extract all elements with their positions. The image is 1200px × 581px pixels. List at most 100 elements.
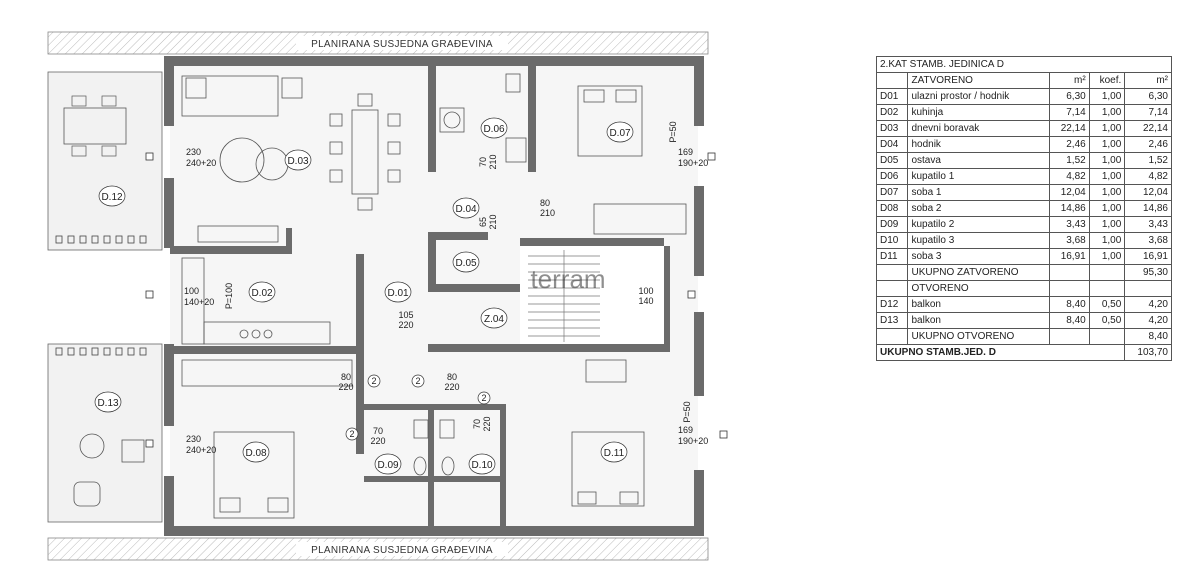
- dim-d11-a: 169: [678, 425, 693, 435]
- neighbor-strip-bottom: PLANIRANA SUSJEDNA GRAĐEVINA: [47, 537, 709, 561]
- neighbor-label-top: PLANIRANA SUSJEDNA GRAĐEVINA: [311, 39, 493, 50]
- table-row: OTVORENO: [875, 280, 1172, 297]
- dim-d11-p: P=50: [682, 401, 692, 422]
- dim-d10door-b: 220: [482, 416, 492, 431]
- dim-d07-p: P=50: [668, 121, 678, 142]
- room-label-d13: D.13: [94, 391, 122, 413]
- svg-text:D.09: D.09: [377, 460, 399, 471]
- dim-d04-b: 210: [488, 214, 498, 229]
- dim-d07door-a: 80: [540, 198, 550, 208]
- room-label-z04: Z.04: [480, 307, 508, 329]
- room-label-d12: D.12: [98, 185, 126, 207]
- svg-text:D.05: D.05: [455, 258, 477, 269]
- room-label-d10: D.10: [468, 453, 496, 475]
- svg-text:2: 2: [349, 429, 354, 439]
- dim-z04-a: 100: [638, 286, 653, 296]
- svg-text:D.04: D.04: [455, 204, 477, 215]
- svg-text:2: 2: [481, 393, 486, 403]
- room-label-d09: D.09: [374, 453, 402, 475]
- dim-d08door-a: 80: [341, 372, 351, 382]
- svg-text:2: 2: [371, 376, 376, 386]
- total-value: 103,70: [1124, 344, 1172, 361]
- svg-text:D.03: D.03: [287, 156, 309, 167]
- svg-text:D.13: D.13: [97, 398, 119, 409]
- svg-text:D.02: D.02: [251, 288, 273, 299]
- balcony-d13: [47, 343, 163, 523]
- svg-text:D.08: D.08: [245, 448, 267, 459]
- balcony-railing-d13: [55, 347, 147, 356]
- dim-d03-a: 230: [186, 147, 201, 157]
- walls: [164, 56, 704, 536]
- room-label-d02: D.02: [248, 281, 276, 303]
- room-label-d03: D.03: [284, 149, 312, 171]
- dim-d04-a: 65: [478, 217, 488, 227]
- dimension-labels: 230 240+20 100 140+20 P=100 169 190+20 P…: [184, 121, 708, 455]
- dim-d06-a: 70: [478, 157, 488, 167]
- dim-d02-b: 140+20: [184, 297, 214, 307]
- dim-d03-b: 240+20: [186, 158, 216, 168]
- room-label-d06: D.06: [480, 117, 508, 139]
- room-label-d04: D.04: [452, 197, 480, 219]
- stair-treads: [528, 250, 600, 342]
- svg-text:D.11: D.11: [604, 448, 625, 459]
- dim-d01-b: 220: [398, 320, 413, 330]
- room-label-d01: D.01: [384, 281, 412, 303]
- level-marker: 2: [477, 391, 491, 405]
- dim-d09door-b: 220: [370, 436, 385, 446]
- dim-d08-a: 230: [186, 434, 201, 444]
- dim-d11-b: 190+20: [678, 436, 708, 446]
- room-label-d07: D.07: [606, 121, 634, 143]
- level-marker: 2: [411, 374, 425, 388]
- room-label-d11: D.11: [600, 441, 628, 463]
- balcony-d12: [47, 71, 163, 251]
- room-label-d05: D.05: [452, 251, 480, 273]
- watermark: terram: [530, 264, 605, 294]
- dim-d11door-a: 80: [447, 372, 457, 382]
- dim-d09door-a: 70: [373, 426, 383, 436]
- table-total-row: UKUPNO STAMB.JED. D 103,70: [875, 344, 1172, 361]
- level-marker: 2: [367, 374, 381, 388]
- dim-d02-p: P=100: [224, 283, 234, 309]
- neighbor-strip-top: PLANIRANA SUSJEDNA GRAĐEVINA: [47, 31, 709, 55]
- svg-text:D.12: D.12: [101, 192, 123, 203]
- room-labels: D.01 D.02 D.03 D.04 D.05 D.06 D.07 D.08 …: [94, 117, 634, 475]
- svg-text:D.10: D.10: [471, 460, 493, 471]
- dim-d11door-b: 220: [444, 382, 459, 392]
- svg-text:Z.04: Z.04: [484, 314, 504, 325]
- balcony-railing-d12: [55, 235, 147, 244]
- total-label: UKUPNO STAMB.JED. D: [875, 344, 1126, 361]
- dim-d07-b: 190+20: [678, 158, 708, 168]
- dim-d08-b: 240+20: [186, 445, 216, 455]
- window-markers: [145, 152, 728, 448]
- level-marker: 2: [345, 427, 359, 441]
- dim-d07door-b: 210: [540, 208, 555, 218]
- svg-text:D.06: D.06: [483, 124, 505, 135]
- dim-d02-a: 100: [184, 286, 199, 296]
- svg-text:D.07: D.07: [609, 128, 631, 139]
- dim-d08door-b: 220: [338, 382, 353, 392]
- level-markers: 2 2 2 2: [345, 374, 491, 441]
- dim-d07-a: 169: [678, 147, 693, 157]
- table-title-row: 2.KAT STAMB. JEDINICA D: [876, 56, 1172, 73]
- svg-text:2: 2: [415, 376, 420, 386]
- table-title: 2.KAT STAMB. JEDINICA D: [876, 56, 1172, 73]
- dim-d10door-a: 70: [472, 419, 482, 429]
- dim-d06-b: 210: [488, 154, 498, 169]
